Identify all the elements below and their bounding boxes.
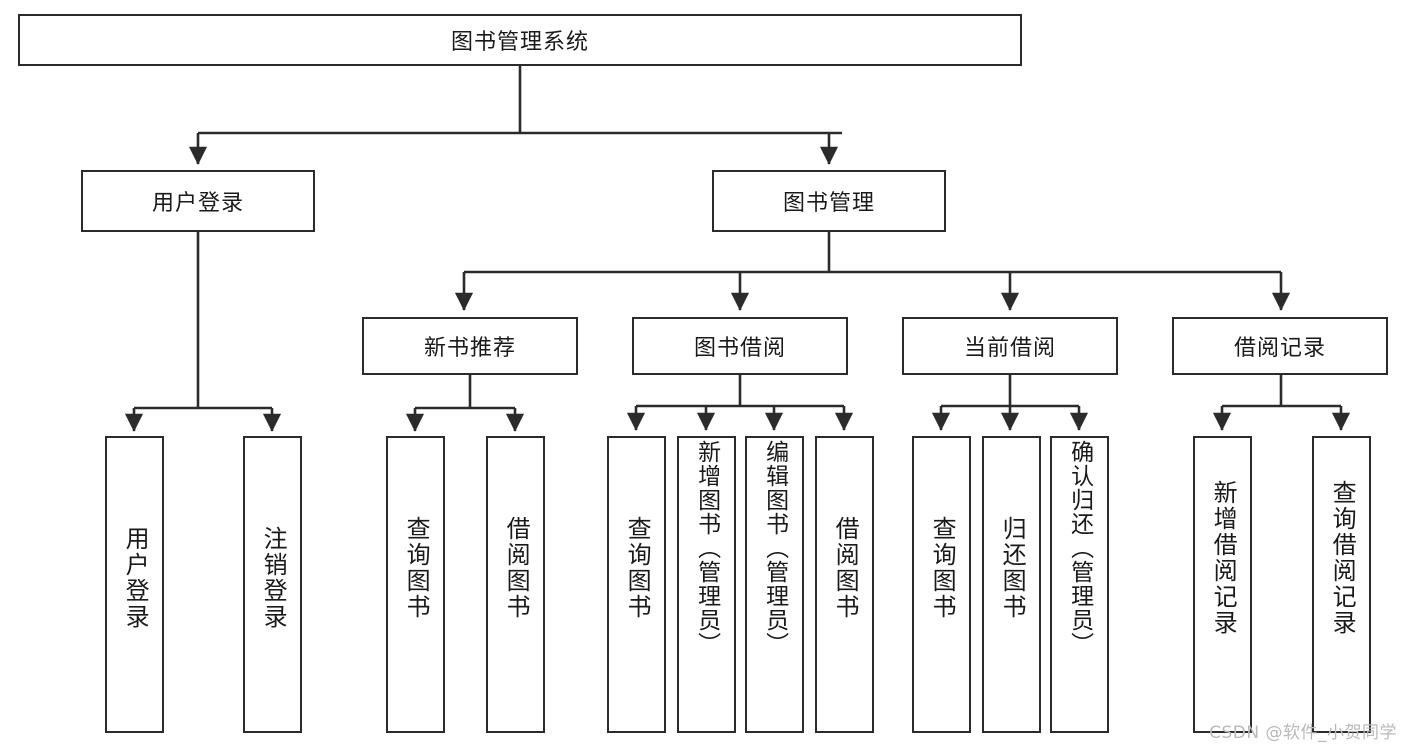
node-book-borrow[interactable]: 图书借阅 <box>632 317 848 375</box>
node-label: 编辑图书（管理员） <box>761 440 788 656</box>
node-label: 用户登录 <box>121 526 150 630</box>
leaf-current-return-book[interactable]: 归还图书 <box>982 436 1041 733</box>
leaf-current-confirm-return-admin[interactable]: 确认归还（管理员） <box>1050 436 1109 733</box>
node-label: 注销登录 <box>259 526 288 630</box>
node-label: 用户登录 <box>151 191 244 216</box>
node-label: 借阅图书 <box>831 516 860 620</box>
leaf-borrow-add-book-admin[interactable]: 新增图书（管理员） <box>677 436 736 733</box>
leaf-current-query-book[interactable]: 查询图书 <box>912 436 971 733</box>
leaf-new-book-borrow[interactable]: 借阅图书 <box>486 436 545 733</box>
node-new-book-recommend[interactable]: 新书推荐 <box>362 317 578 375</box>
leaf-record-query-record[interactable]: 查询借阅记录 <box>1312 436 1371 733</box>
leaf-user-login-logout[interactable]: 注销登录 <box>243 436 302 733</box>
leaf-user-login-login[interactable]: 用户登录 <box>105 436 164 733</box>
node-label: 借阅图书 <box>502 516 531 620</box>
node-label: 归还图书 <box>998 516 1027 620</box>
leaf-record-add-record[interactable]: 新增借阅记录 <box>1193 436 1252 733</box>
node-label: 图书管理 <box>782 191 875 216</box>
node-label: 借阅记录 <box>1233 336 1326 361</box>
node-label: 新增借阅记录 <box>1209 480 1238 636</box>
node-label: 确认归还（管理员） <box>1066 440 1093 656</box>
node-label: 查询图书 <box>928 516 957 620</box>
node-label: 新增图书（管理员） <box>693 440 720 656</box>
node-label: 查询借阅记录 <box>1328 480 1357 636</box>
leaf-new-book-query[interactable]: 查询图书 <box>386 436 445 733</box>
node-book-management[interactable]: 图书管理 <box>712 170 946 232</box>
node-root-system[interactable]: 图书管理系统 <box>18 14 1022 66</box>
node-label: 图书借阅 <box>693 336 786 361</box>
node-label: 图书管理系统 <box>450 30 589 55</box>
leaf-borrow-edit-book-admin[interactable]: 编辑图书（管理员） <box>745 436 804 733</box>
node-user-login[interactable]: 用户登录 <box>81 170 315 232</box>
node-label: 查询图书 <box>623 516 652 620</box>
leaf-borrow-borrow-book[interactable]: 借阅图书 <box>815 436 874 733</box>
leaf-borrow-query-book[interactable]: 查询图书 <box>607 436 666 733</box>
node-borrow-record[interactable]: 借阅记录 <box>1172 317 1388 375</box>
watermark-text: CSDN @软件_小贺同学 <box>1209 723 1397 743</box>
node-current-borrow[interactable]: 当前借阅 <box>902 317 1118 375</box>
node-label: 当前借阅 <box>963 336 1056 361</box>
node-label: 新书推荐 <box>423 336 516 361</box>
node-label: 查询图书 <box>402 516 431 620</box>
